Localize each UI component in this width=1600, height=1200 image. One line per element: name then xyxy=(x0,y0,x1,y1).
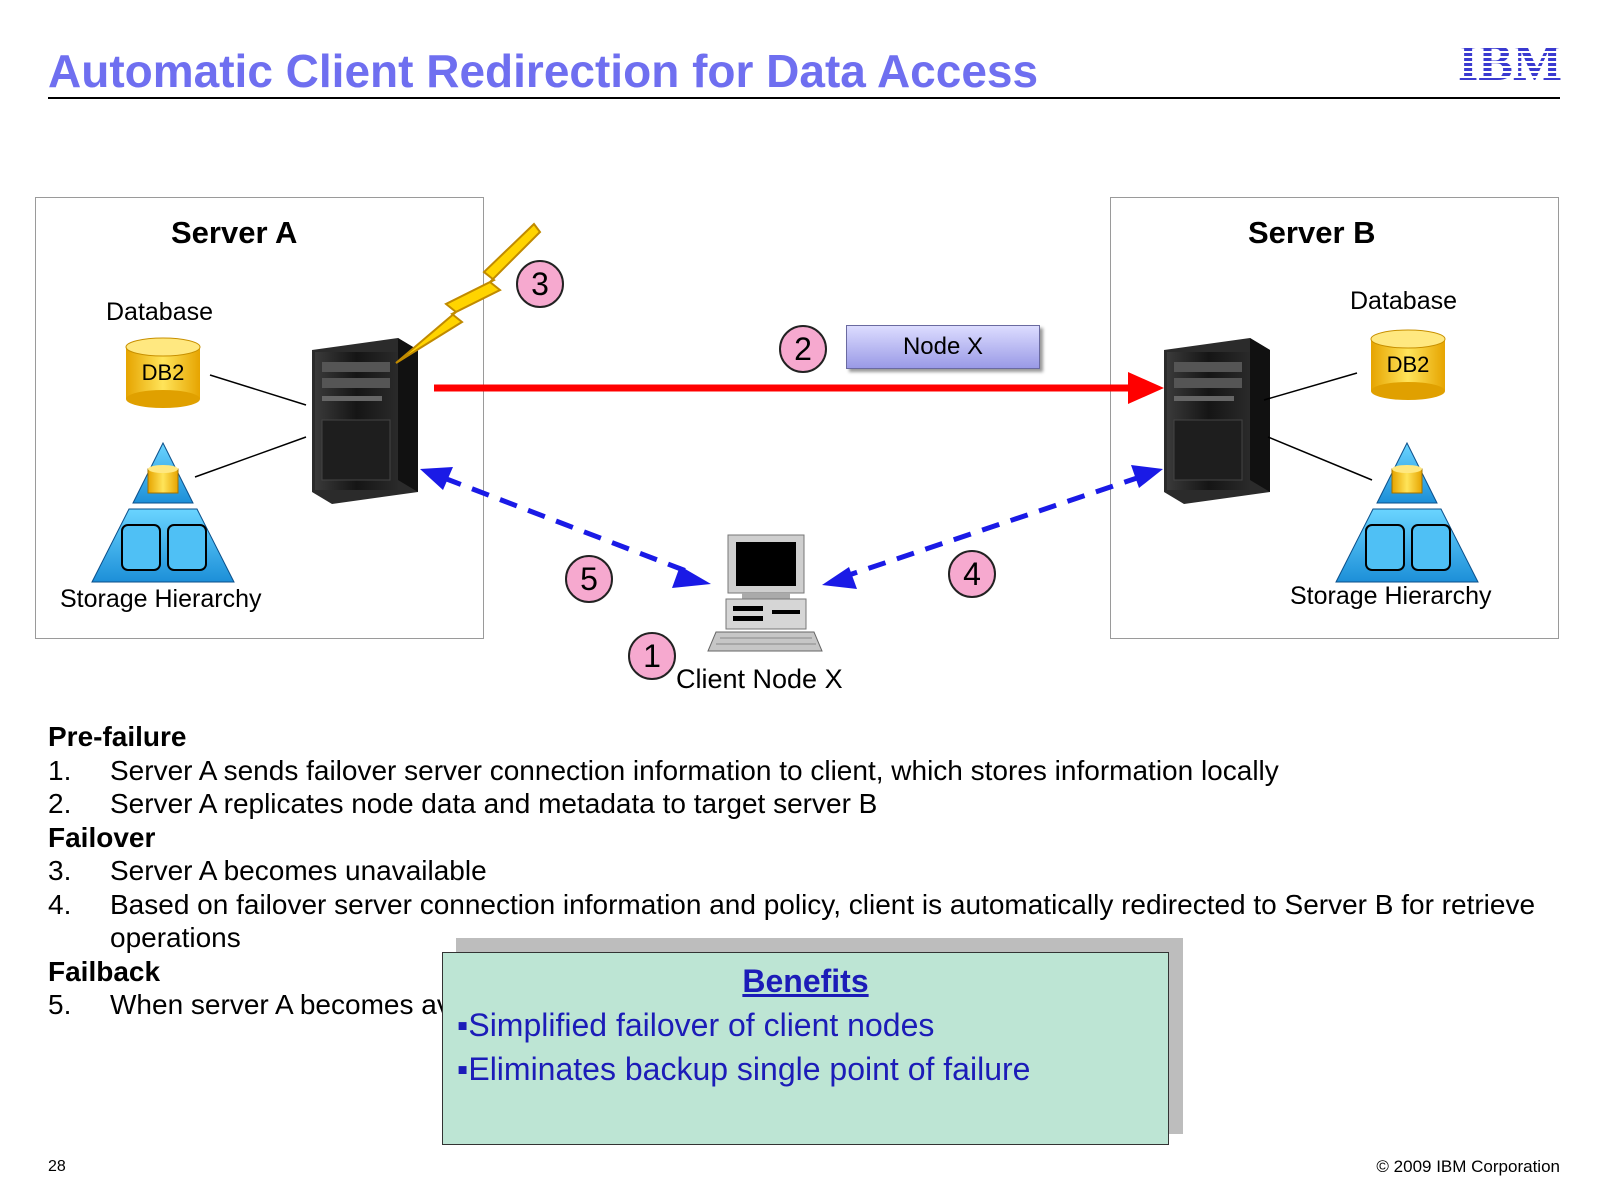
server-a-storage-connector xyxy=(194,436,307,478)
server-a-db-name: DB2 xyxy=(141,360,185,385)
client-server-a-arrow xyxy=(443,475,695,577)
note-number: 2. xyxy=(48,788,72,819)
server-a-storage-pyramid-icon xyxy=(91,441,235,583)
server-b-tower-icon xyxy=(1164,338,1270,504)
client-server-a-arrowhead-top xyxy=(420,467,453,490)
server-b-title: Server B xyxy=(1248,215,1376,250)
server-a-database-label: Database xyxy=(106,298,214,326)
client-server-b-arrowhead-top xyxy=(1131,465,1163,488)
page-number: 28 xyxy=(48,1158,66,1175)
note-text: Server A sends failover server connectio… xyxy=(110,754,1279,786)
server-b-db-name: DB2 xyxy=(1386,352,1430,377)
ibm-logo: IBM xyxy=(1458,38,1562,84)
client-computer-icon xyxy=(707,534,823,652)
note-number: 4. xyxy=(48,888,72,920)
process-notes: Pre-failure 1. Server A sends failover s… xyxy=(48,720,1568,1022)
failback-heading: Failback xyxy=(48,955,161,987)
benefits-title: Benefits xyxy=(742,963,869,999)
client-server-b-arrow xyxy=(839,474,1141,581)
failover-heading: Failover xyxy=(48,821,156,853)
server-b-storage-connector xyxy=(1267,436,1373,481)
server-a-db-connector xyxy=(209,374,307,406)
server-b-db-connector xyxy=(1263,372,1358,401)
note-number: 1. xyxy=(48,754,72,786)
note-item: 2. Server A replicates node data and met… xyxy=(48,787,1568,821)
server-a-tower-icon xyxy=(312,338,418,504)
note-text: Server A replicates node data and metada… xyxy=(110,788,878,819)
step-marker-4: 4 xyxy=(948,550,996,598)
title-divider xyxy=(48,97,1560,99)
note-text: Server A becomes unavailable xyxy=(110,855,487,886)
note-text: Based on failover server connection info… xyxy=(110,888,1536,954)
pre-failure-heading: Pre-failure xyxy=(48,721,187,752)
server-b-db2-icon xyxy=(1370,329,1446,400)
note-item: 3. Server A becomes unavailable xyxy=(48,854,1568,888)
ibm-logo-text: IBM xyxy=(1458,38,1562,84)
client-server-b-arrowhead-bottom xyxy=(822,567,857,589)
note-item: 4. Based on failover server connection i… xyxy=(48,888,1568,955)
benefit-item: ▪Simplified failover of client nodes xyxy=(457,1007,935,1043)
server-b-storage-pyramid-icon xyxy=(1335,441,1479,583)
server-a-storage-label: Storage Hierarchy xyxy=(60,585,262,613)
note-number: 3. xyxy=(48,855,72,886)
lightning-bolt-icon xyxy=(395,222,542,364)
client-node-label: Client Node X xyxy=(676,664,843,694)
benefits-callout: Benefits ▪Simplified failover of client … xyxy=(442,952,1169,1145)
step-marker-5: 5 xyxy=(565,555,613,603)
note-item: 1. Server A sends failover server connec… xyxy=(48,754,1568,788)
benefit-item: ▪Eliminates backup single point of failu… xyxy=(457,1051,1031,1087)
note-number: 5. xyxy=(48,989,72,1020)
client-server-a-arrowhead-bottom xyxy=(672,566,711,588)
server-b-database-label: Database xyxy=(1350,287,1458,315)
slide-title: Automatic Client Redirection for Data Ac… xyxy=(48,45,1039,97)
step-marker-3: 3 xyxy=(516,260,564,308)
replication-arrowhead xyxy=(1128,372,1164,404)
server-a-db2-icon xyxy=(125,337,201,408)
copyright-notice: © 2009 IBM Corporation xyxy=(1376,1157,1560,1176)
step-marker-2: 2 xyxy=(779,325,827,373)
server-a-title: Server A xyxy=(171,215,298,250)
node-x-data-block: Node X xyxy=(846,325,1040,369)
step-marker-1: 1 xyxy=(628,632,676,680)
server-b-storage-label: Storage Hierarchy xyxy=(1290,582,1492,610)
